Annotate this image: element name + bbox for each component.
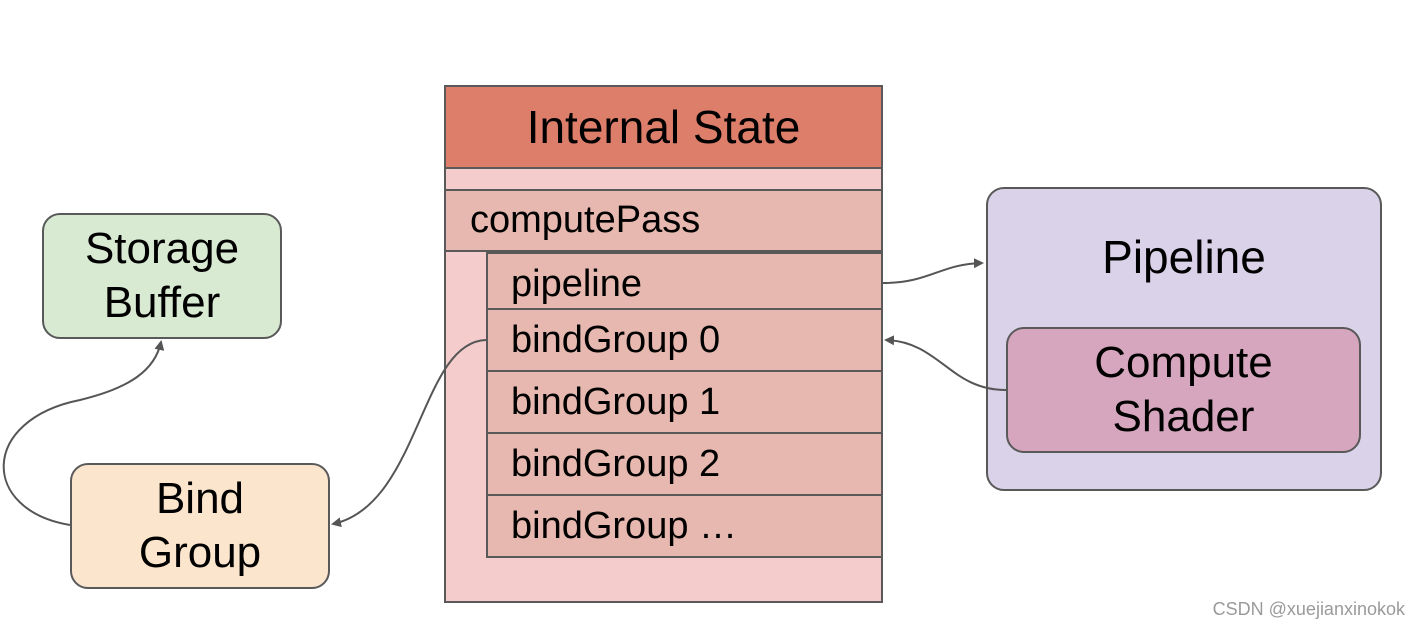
slot-label: bindGroup 0 — [511, 318, 721, 361]
storage-buffer-label-line2: Buffer — [103, 278, 221, 327]
slot-bindgroup-1-row: bindGroup 1 — [486, 370, 883, 434]
slot-label: bindGroup … — [511, 504, 738, 547]
compute-shader-label-line1: Compute — [1094, 338, 1273, 388]
compute-shader-node: Compute Shader — [1006, 327, 1361, 453]
storage-buffer-node: Storage Buffer — [42, 213, 282, 339]
slot-bindgroup-0-row: bindGroup 0 — [486, 308, 883, 372]
slot-label: pipeline — [511, 262, 642, 305]
slot-label: bindGroup 2 — [511, 442, 721, 485]
bind-group-label-line1: Bind — [155, 474, 245, 524]
internal-state-title: Internal State — [444, 85, 883, 169]
compute-pass-label: computePass — [470, 199, 701, 241]
watermark: CSDN @xuejianxinokok — [1212, 599, 1405, 619]
slot-label: bindGroup 1 — [511, 380, 721, 423]
bind-group-node: Bind Group — [70, 463, 330, 589]
compute-shader-label-line2: Shader — [1112, 392, 1255, 441]
compute-pass-row: computePass — [444, 189, 883, 252]
storage-buffer-label-line1: Storage — [84, 224, 240, 274]
pipeline-title: Pipeline — [1102, 231, 1266, 283]
slot-bindgroup-2-row: bindGroup 2 — [486, 432, 883, 496]
bind-group-label-line2: Group — [138, 528, 262, 577]
slot-bindgroup-more-row: bindGroup … — [486, 494, 883, 558]
slot-pipeline-row: pipeline — [486, 252, 883, 316]
connector-pipeline-slot-to-pipeline — [882, 258, 984, 284]
